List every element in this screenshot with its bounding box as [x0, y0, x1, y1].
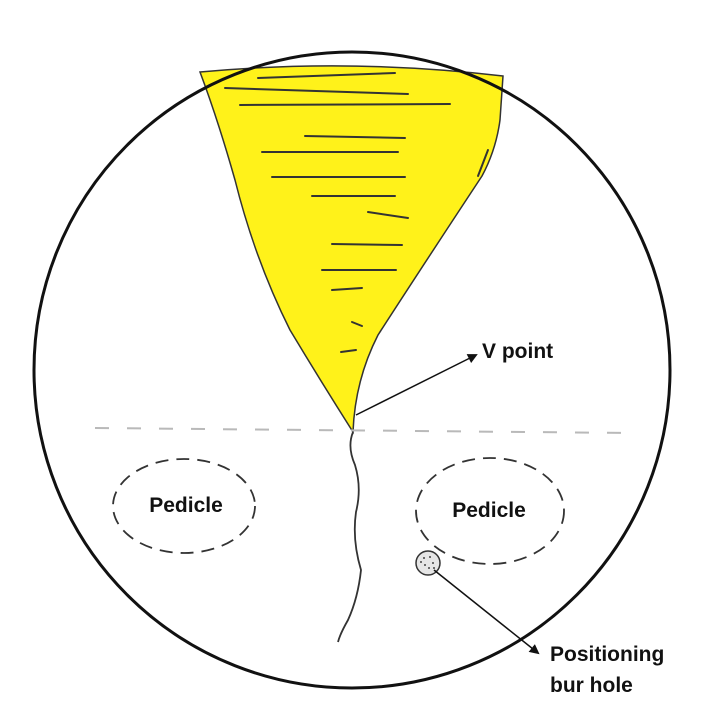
horizontal-dashed-line — [94, 427, 633, 434]
pedicle-right-outline — [415, 457, 565, 565]
positioning-bur-hole-label-line2: bur hole — [550, 674, 633, 697]
pedicle-right-label: Pedicle — [452, 499, 526, 522]
bur-hole-icon — [415, 550, 441, 576]
bur-hole-arrow — [433, 569, 540, 655]
pedicle-left-outline — [112, 458, 256, 554]
field-circle — [32, 50, 672, 690]
pedicle-left-label: Pedicle — [149, 494, 223, 517]
positioning-bur-hole-label-line1: Positioning — [550, 643, 664, 666]
wedge-shading-lines — [224, 72, 489, 353]
midline-crack — [337, 431, 362, 643]
yellow-wedge — [198, 65, 504, 435]
v-point-label: V point — [482, 340, 553, 363]
v-point-arrow — [355, 354, 478, 416]
